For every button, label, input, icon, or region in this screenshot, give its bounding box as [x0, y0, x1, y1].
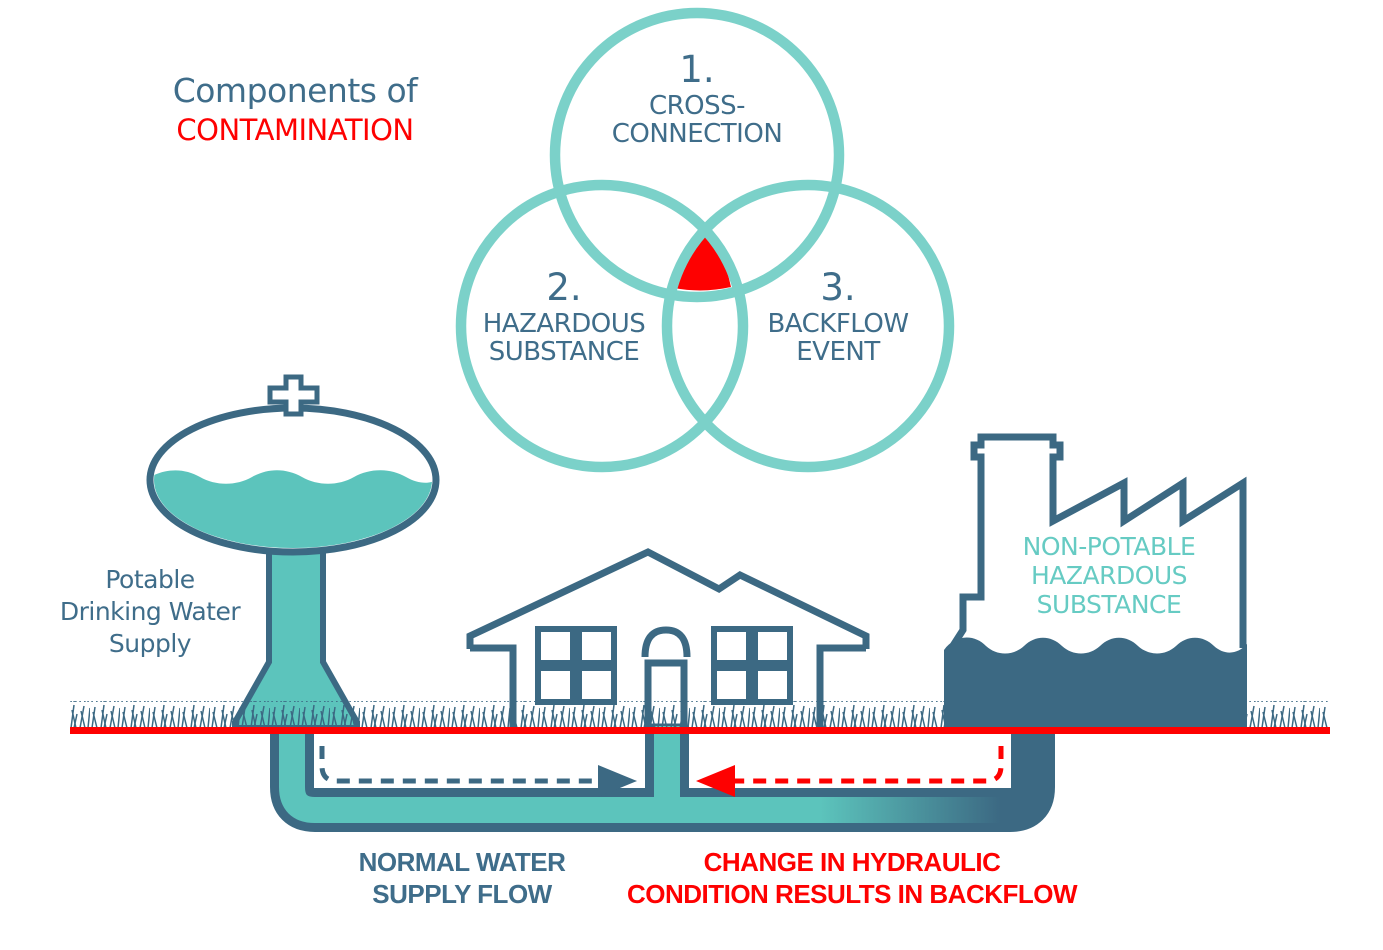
factory-body: [944, 433, 1247, 657]
venn-2-line-2: SUBSTANCE: [488, 337, 640, 367]
window-pane: [752, 665, 793, 705]
window-pane: [535, 626, 576, 666]
window-pane: [576, 665, 617, 705]
water-tower-label-line-1: Potable: [105, 565, 195, 594]
factory-label: NON-POTABLE HAZARDOUS SUBSTANCE: [980, 532, 1238, 619]
backflow-line-1: CHANGE IN HYDRAULIC: [703, 847, 1001, 877]
title-line-2: CONTAMINATION: [176, 113, 414, 147]
water-tower-label-line-2: Drinking Water: [59, 597, 241, 626]
venn-intersection-triangle: [674, 230, 731, 291]
window-pane: [752, 626, 793, 666]
factory-label-line-1: NON-POTABLE: [1022, 532, 1196, 561]
arrow-backflow-dashes: [735, 746, 1004, 784]
venn-2-line-1: HAZARDOUS: [482, 309, 646, 339]
arrow-normal-flow-dashes: [319, 746, 598, 784]
pipe-water: [279, 724, 1046, 823]
venn-circle-backflow-event: [661, 179, 955, 473]
venn-1-number: 1.: [679, 48, 715, 91]
venn-diagram: [455, 7, 955, 473]
venn-circle-hazardous-substance: [455, 179, 749, 473]
window-pane: [711, 665, 752, 705]
water-tower-label-line-3: Supply: [108, 629, 192, 658]
water-tower-label: Potable Drinking Water Supply: [30, 564, 270, 660]
venn-3-line-1: BACKFLOW: [767, 309, 909, 339]
venn-circle-cross-connection: [549, 7, 845, 303]
venn-1-line-2: CONNECTION: [611, 119, 783, 149]
house: [466, 548, 870, 731]
window-pane: [711, 626, 752, 666]
factory-downpipe: [1011, 720, 1055, 730]
arrow-backflow-head: [696, 765, 735, 797]
normal-flow-line-2: SUPPLY FLOW: [372, 879, 552, 909]
arrow-backflow: [696, 746, 1004, 797]
arrow-normal-flow: [319, 746, 637, 797]
venn-label-backflow-event: 3. BACKFLOW EVENT: [708, 266, 968, 366]
title-line-1: Components of: [172, 71, 418, 110]
venn-3-number: 3.: [820, 266, 856, 309]
water-tower: [146, 374, 440, 731]
venn-3-line-2: EVENT: [796, 337, 880, 367]
window-pane: [576, 626, 617, 666]
arrow-normal-flow-head: [598, 765, 637, 797]
water-tower-water: [154, 470, 432, 548]
factory-hazardous-liquid: [944, 637, 1247, 728]
house-door-arch: [641, 626, 691, 658]
house-windows: [535, 626, 793, 705]
water-tower-valve-icon: [267, 374, 320, 417]
house-roof: [466, 548, 870, 649]
normal-flow-label: NORMAL WATER SUPPLY FLOW: [322, 846, 602, 910]
venn-1-line-1: CROSS-: [648, 91, 746, 121]
factory-label-line-2: HAZARDOUS: [1030, 561, 1188, 590]
underground-pipe: [270, 724, 1055, 832]
venn-label-hazardous-substance: 2. HAZARDOUS SUBSTANCE: [434, 266, 694, 366]
factory: [944, 433, 1247, 730]
backflow-line-2: CONDITION RESULTS IN BACKFLOW: [626, 879, 1078, 909]
normal-flow-line-1: NORMAL WATER: [358, 847, 566, 877]
factory-label-line-3: SUBSTANCE: [1036, 590, 1182, 619]
ground-line: [70, 727, 1330, 734]
backflow-label: CHANGE IN HYDRAULIC CONDITION RESULTS IN…: [592, 846, 1112, 910]
venn-label-cross-connection: 1. CROSS- CONNECTION: [567, 48, 827, 148]
venn-2-number: 2.: [546, 266, 582, 309]
diagram-title: Components of CONTAMINATION: [140, 70, 450, 148]
window-pane: [535, 665, 576, 705]
